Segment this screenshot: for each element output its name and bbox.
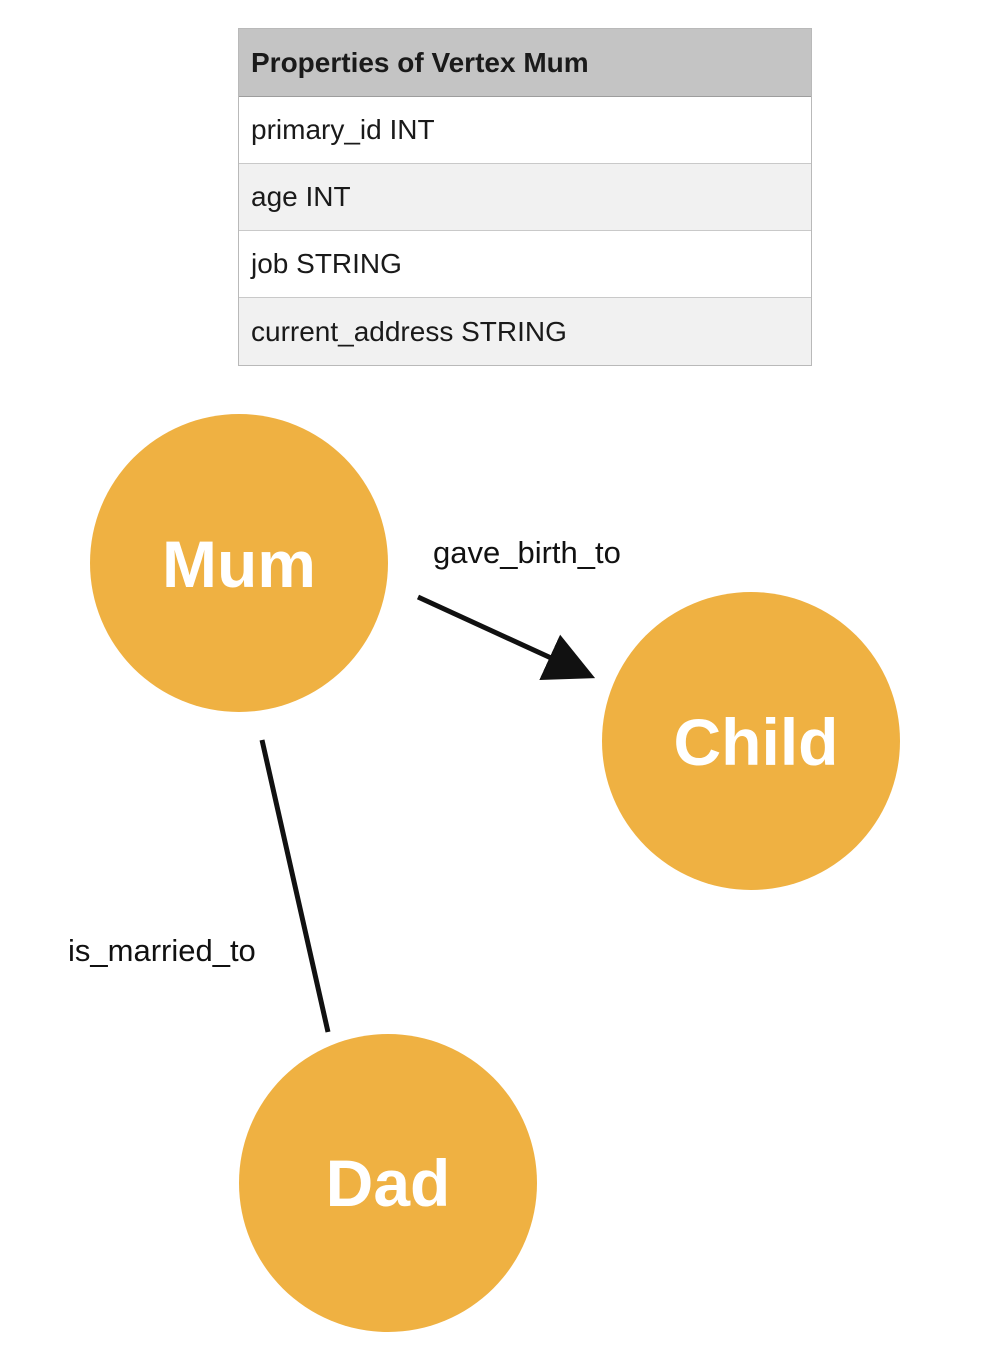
node-child-label: Child [674,705,839,779]
node-dad-circle [239,1034,537,1332]
table-row-job: job STRING [239,231,811,298]
edge-gave-birth-to [416,594,596,681]
node-mum: Mum [90,414,388,712]
table-header: Properties of Vertex Mum [239,29,811,97]
vertex-properties-table: Properties of Vertex Mum primary_id INT … [238,28,812,366]
edge-label-is-married-to: is_married_to [68,933,256,968]
table-row-age: age INT [239,164,811,231]
node-child-circle [602,592,900,890]
node-mum-circle [90,414,388,712]
table-row-primary-id: primary_id INT [239,97,811,164]
node-dad: Dad [239,1034,537,1332]
node-dad-label: Dad [326,1146,451,1220]
node-mum-label: Mum [162,527,316,601]
table-row-current-address: current_address STRING [239,298,811,365]
node-child: Child [602,592,900,890]
edge-label-gave-birth-to: gave_birth_to [433,535,621,570]
edge-is-married-to [259,739,331,1033]
